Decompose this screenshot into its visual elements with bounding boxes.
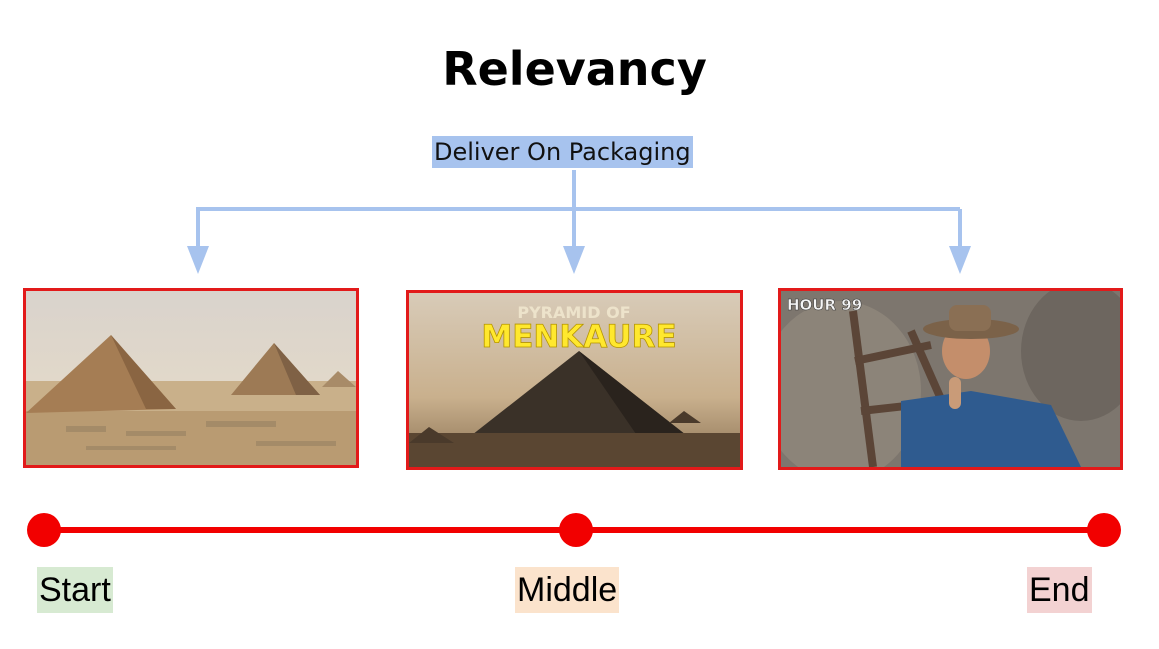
menkaure-image: PYRAMID OF MENKAURE — [409, 293, 740, 467]
thumbnail-end: HOUR 99 — [778, 288, 1123, 470]
arrow-head-right — [949, 246, 971, 274]
connector-arrows — [187, 170, 971, 274]
hour-label: HOUR 99 — [787, 296, 862, 314]
timeline-dot-middle — [559, 513, 593, 547]
timeline-label-end: End — [1027, 567, 1092, 613]
thumbnail-middle: PYRAMID OF MENKAURE — [406, 290, 743, 470]
thumbnail-title-line-2: MENKAURE — [481, 319, 676, 355]
pyramids-image — [26, 291, 356, 465]
arrow-head-middle — [563, 246, 585, 274]
thumbnail-start — [23, 288, 359, 468]
arrow-head-left — [187, 246, 209, 274]
timeline-label-middle: Middle — [515, 567, 620, 613]
page-title: Relevancy — [442, 42, 707, 96]
subtitle-highlight: Deliver On Packaging — [432, 136, 693, 168]
timeline-dot-start — [27, 513, 61, 547]
thumbnail-title-line-1: PYRAMID OF — [517, 303, 630, 322]
timeline-label-start: Start — [37, 567, 113, 613]
timeline-dot-end — [1087, 513, 1121, 547]
explorer-image: HOUR 99 — [781, 291, 1120, 467]
